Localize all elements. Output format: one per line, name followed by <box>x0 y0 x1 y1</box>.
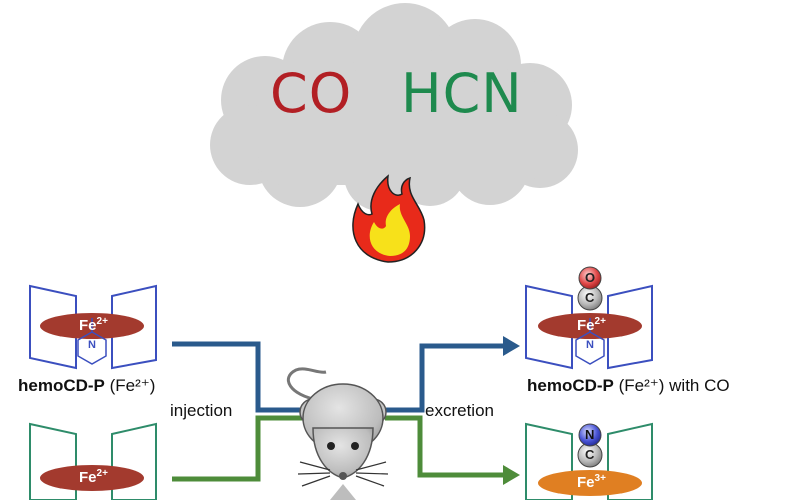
pyridine-n-left: N <box>88 339 96 351</box>
fe-charge: 3+ <box>594 473 606 484</box>
green-arrow-path <box>172 415 505 482</box>
fe-charge: 2+ <box>594 316 606 327</box>
compound-state: (Fe²⁺) with CO <box>618 376 730 395</box>
co-gas-label: CO <box>270 62 353 125</box>
fe-symbol: Fe <box>79 317 97 334</box>
pyridine-n-right: N <box>586 339 594 351</box>
compound-name: hemoCD-P <box>18 376 105 395</box>
injection-label: injection <box>170 401 233 420</box>
fe-charge: 2+ <box>96 468 108 479</box>
oxygen-atom-label: O <box>585 270 596 285</box>
hemocd-p-co-structure <box>525 266 653 370</box>
green-arrowhead <box>503 465 520 485</box>
compound-name: hemoCD-P <box>527 376 614 395</box>
compound-state: (Fe²⁺) <box>109 376 156 395</box>
fire-icon <box>352 174 426 263</box>
hcn-gas-label: HCN <box>401 62 523 125</box>
caption-hemocd-p-co: hemoCD-P (Fe²⁺) with CO <box>527 376 730 396</box>
blue-arrow-path <box>172 341 505 413</box>
caption-hemocd-p-fe2: hemoCD-P (Fe²⁺) <box>18 376 155 396</box>
carbon-atom-label-co: C <box>585 290 595 305</box>
mouse-illustration <box>286 367 389 500</box>
blue-arrowhead <box>503 336 520 356</box>
fe2-label-left-top: Fe2+ <box>79 316 108 334</box>
carbon-atom-label-cn: C <box>585 447 595 462</box>
fe-symbol: Fe <box>577 474 595 491</box>
hemocd-p-fe2-structure <box>29 284 157 370</box>
nitrogen-atom-label: N <box>585 427 595 442</box>
smoke-cloud <box>210 3 578 211</box>
fe-symbol: Fe <box>577 317 595 334</box>
fe2-label-left-bottom: Fe2+ <box>79 468 108 486</box>
fe2-label-right-top: Fe2+ <box>577 316 606 334</box>
hemocd-left-bottom-structure <box>29 422 157 500</box>
fe-charge: 2+ <box>96 316 108 327</box>
excretion-label: excretion <box>425 401 494 420</box>
hemocd-cn-structure <box>525 422 653 500</box>
fe-symbol: Fe <box>79 469 97 486</box>
fe3-label-right-bottom: Fe3+ <box>577 473 606 491</box>
